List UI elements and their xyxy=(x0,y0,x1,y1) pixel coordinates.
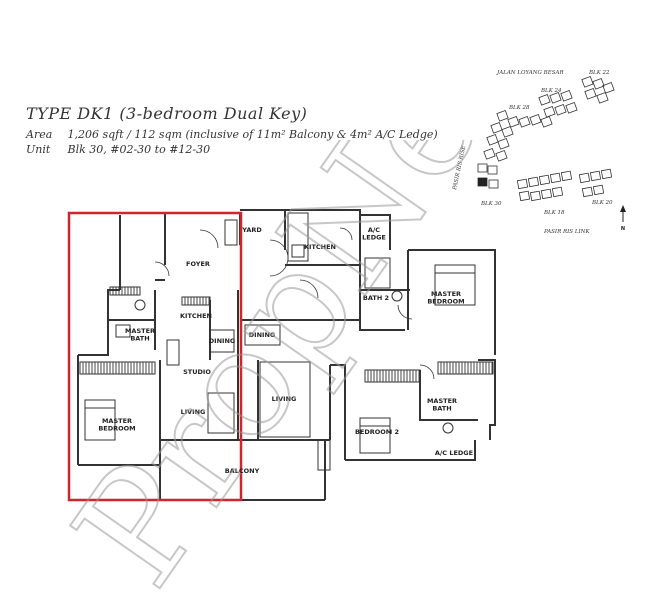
room-living-main: LIVING xyxy=(272,395,297,403)
toilet-left-icon xyxy=(134,299,146,311)
yard-icon xyxy=(224,219,238,246)
north-label: N xyxy=(621,226,625,232)
kitchen-counter-icon xyxy=(287,212,309,262)
basin-left-icon xyxy=(115,324,131,338)
walls xyxy=(77,209,496,501)
studio-highlight-box xyxy=(67,211,243,502)
room-dining-main: DINING xyxy=(249,331,275,339)
keyplan-blk22: BLK 22 xyxy=(588,70,610,76)
room-kitchen-main: KITCHEN xyxy=(304,243,336,251)
window-strips xyxy=(79,286,494,471)
room-yard: YARD xyxy=(241,226,262,234)
room-kitchen-studio: KITCHEN xyxy=(180,312,212,320)
room-balcony: BALCONY xyxy=(225,467,260,475)
room-bath2: BATH 2 xyxy=(363,294,389,302)
keyplan-blk18: BLK 18 xyxy=(543,210,565,216)
area-row: Area 1,206 sqft / 112 sqm (inclusive of … xyxy=(26,128,438,141)
sofa-studio-icon xyxy=(207,392,235,434)
shower-icon xyxy=(364,257,391,289)
furniture xyxy=(84,212,476,454)
room-living-studio: LIVING xyxy=(181,408,206,416)
selected-block-marker xyxy=(478,178,487,186)
plan-title: TYPE DK1 (3-bedroom Dual Key) xyxy=(26,104,308,123)
unit-value: Blk 30, #02-30 to #12-30 xyxy=(67,143,211,156)
dining-table-main-icon xyxy=(244,324,281,346)
area-label: Area xyxy=(26,128,53,141)
keyplan-blk24: BLK 24 xyxy=(540,88,562,94)
room-bedroom2: BEDROOM 2 xyxy=(355,428,399,436)
kitchen-counter-studio-icon xyxy=(166,339,180,366)
room-dining-studio: DINING xyxy=(209,337,235,345)
hatch-lines xyxy=(82,287,493,382)
key-plan: JALAN LOYANG BESAR BLK 22 BLK 24 BLK 28 … xyxy=(452,70,626,235)
toilet-right-icon xyxy=(442,422,454,434)
room-ac-ledge-bottom: A/C LEDGE xyxy=(435,449,473,457)
room-foyer: FOYER xyxy=(186,260,210,268)
dining-table-studio-icon xyxy=(209,329,235,353)
keyplan-blk30: BLK 30 xyxy=(480,201,502,207)
toilet-icon xyxy=(391,290,403,302)
north-arrow-icon xyxy=(620,205,626,222)
door-swings xyxy=(154,227,435,380)
sofa-main-icon xyxy=(259,361,311,438)
keyplan-road-jalan: JALAN LOYANG BESAR xyxy=(496,70,564,76)
unit-label: Unit xyxy=(26,143,51,156)
keyplan-blk28: BLK 28 xyxy=(508,105,530,111)
hob-icon xyxy=(291,244,305,258)
keyplan-blk20: BLK 20 xyxy=(591,200,613,206)
keyplan-road-rise: PASIR RIS RISE xyxy=(452,145,467,191)
unit-row: Unit Blk 30, #02-30 to #12-30 xyxy=(26,143,210,156)
area-value: 1,206 sqft / 112 sqm (inclusive of 11m² … xyxy=(67,128,438,141)
room-studio: STUDIO xyxy=(183,368,211,376)
keyplan-road-link: PASIR RIS LINK xyxy=(543,229,590,235)
